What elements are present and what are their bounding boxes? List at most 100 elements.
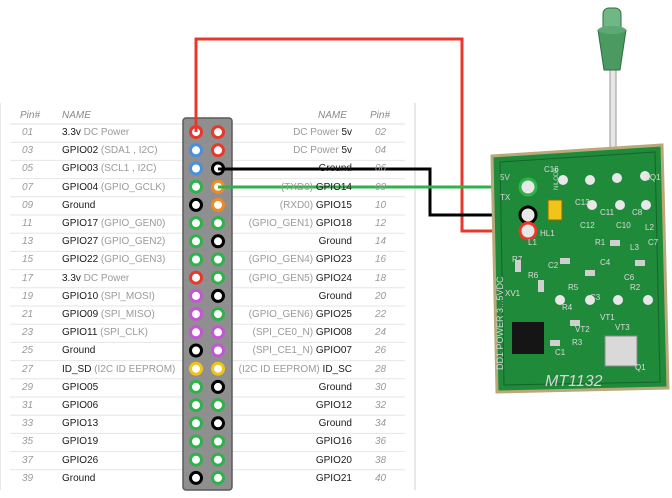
pin-number-32: 32 (375, 400, 387, 411)
module-part-label: ZQ1 (645, 173, 661, 182)
gpio-pin-19 (189, 288, 203, 303)
pin-name-38: GPIO20 (232, 452, 352, 470)
module-part-label: C3 (590, 293, 601, 302)
pin-name-07: GPIO04 (GPIO_GCLK) (62, 179, 165, 197)
pin-name-40: GPIO21 (232, 470, 352, 488)
pin-name-23: GPIO11 (SPI_CLK) (62, 324, 148, 342)
pin-name-note: (GPIO_GEN5) (248, 272, 316, 284)
pin-name-35: GPIO19 (62, 433, 98, 451)
pin-name-main: GPIO21 (315, 472, 352, 484)
pin-name-22: (GPIO_GEN6) GPIO25 (232, 306, 352, 324)
module-part-label: VT2 (575, 325, 590, 334)
pin-number-09: 09 (22, 199, 34, 211)
pin-name-18: (GPIO_GEN5) GPIO24 (232, 270, 352, 288)
module-part-label: C6 (624, 273, 635, 282)
pin-number-38: 38 (375, 454, 387, 466)
pin-name-note: DC Power (80, 272, 130, 284)
pin-number-22: 22 (375, 309, 387, 320)
pin-name-04: DC Power 5v (232, 142, 352, 160)
pin-name-note: DC Power (293, 145, 342, 157)
pin-name-main: GPIO16 (315, 436, 352, 448)
gpio-pin-27 (189, 361, 203, 376)
pin-number-39: 39 (22, 472, 34, 484)
gpio-pin-10 (211, 197, 225, 212)
pin-name-11: GPIO17 (GPIO_GEN0) (62, 215, 165, 233)
pin-number-37: 37 (22, 454, 34, 466)
pin-number-11: 11 (22, 218, 33, 229)
pin-name-05: GPIO03 (SCL1 , I2C) (62, 160, 157, 178)
gpio-pin-34 (211, 416, 225, 431)
pin-name-main: GPIO09 (62, 309, 99, 320)
pin-name-note: (GPIO_GCLK) (98, 181, 166, 193)
pin-number-03: 03 (22, 145, 34, 157)
pin-number-12: 12 (375, 218, 387, 229)
pin-name-main: Ground (318, 236, 352, 248)
pin-name-note: (GPIO_GEN3) (98, 254, 166, 266)
gpio-pin-39 (189, 470, 203, 485)
module-pin-label-tx: TX (500, 193, 511, 202)
gpio-pin-15 (189, 252, 203, 267)
pin-name-08: (TXD0) GPIO14 (232, 179, 352, 197)
pin-name-26: (SPI_CE1_N) GPIO07 (232, 342, 353, 360)
module-part-label: R1 (595, 238, 606, 247)
module-part-label: R7 (512, 255, 523, 264)
pin-name-note: (TXD0) (280, 181, 316, 193)
pin-name-main: GPIO26 (62, 454, 99, 466)
module-label: MT1132 (545, 373, 603, 390)
gpio-pin-23 (189, 325, 203, 340)
pin-number-16: 16 (375, 254, 387, 266)
gpio-pin-16 (211, 252, 225, 267)
pin-name-main: Ground (62, 472, 96, 484)
pin-name-14: Ground (232, 233, 352, 251)
gpio-pin-21 (189, 307, 203, 322)
module-part-labels: C16C13C11C10C8C7C6C4C3C2C1C12R7R6R5R4R3R… (505, 165, 661, 372)
pin-name-main: GPIO10 (62, 290, 99, 302)
gpio-pin-07 (189, 179, 203, 194)
sensor-module: MT1132 DD1 POWER 3...5VDC 5V TX NILODE C… (490, 143, 670, 394)
pin-name-31: GPIO06 (62, 397, 98, 415)
gpio-pin-36 (211, 434, 225, 449)
pin-name-main: GPIO27 (62, 236, 99, 248)
pin-number-28: 28 (375, 363, 387, 375)
pin-number-27: 27 (22, 363, 34, 375)
pin-name-main: GPIO06 (62, 400, 99, 411)
pin-number-17: 17 (22, 272, 34, 284)
pin-name-01: 3.3v DC Power (62, 124, 129, 142)
pin-name-main: GPIO19 (62, 436, 99, 448)
pin-name-12: (GPIO_GEN1) GPIO18 (232, 215, 352, 233)
gpio-pin-14 (211, 234, 225, 249)
pin-name-note: (SPI_MOSI) (98, 290, 155, 302)
pin-name-17: 3.3v DC Power (62, 270, 129, 288)
gpio-pin-26 (211, 343, 225, 358)
module-part-label: C7 (648, 238, 659, 247)
pin-name-39: Ground (62, 470, 95, 488)
pin-name-32: GPIO12 (232, 397, 352, 415)
pin-name-main: GPIO24 (315, 272, 352, 284)
pin-number-35: 35 (22, 436, 34, 448)
pin-name-13: GPIO27 (GPIO_GEN2) (62, 233, 165, 251)
module-part-label: L2 (645, 223, 654, 232)
pin-number-14: 14 (375, 236, 387, 248)
pin-name-note: DC Power (293, 127, 342, 138)
pin-name-24: (SPI_CE0_N) GPIO08 (232, 324, 353, 342)
pin-number-06: 06 (375, 163, 387, 175)
gpio-pin-17 (189, 270, 203, 285)
module-side-text: DD1 POWER 3...5VDC (495, 276, 505, 370)
pin-number-36: 36 (375, 436, 387, 448)
pin-name-main: GPIO15 (315, 199, 352, 211)
gpio-pin-37 (189, 452, 203, 467)
pin-name-main: Ground (318, 418, 352, 430)
pin-number-23: 23 (22, 327, 34, 339)
pin-name-main: GPIO02 (62, 145, 99, 157)
pin-name-note: (I2C ID EEPROM) (91, 363, 176, 375)
pin-name-note: (I2C ID EEPROM) (238, 363, 323, 375)
pin-name-28: (I2C ID EEPROM) ID_SC (232, 361, 352, 379)
pin-name-10: (RXD0) GPIO15 (232, 197, 352, 215)
module-part-label: C16 (544, 165, 559, 174)
pin-name-main: 5v (341, 127, 352, 138)
pin-name-21: GPIO09 (SPI_MISO) (62, 306, 155, 324)
gpio-pin-13 (189, 234, 203, 249)
pin-number-04: 04 (375, 145, 387, 157)
pin-name-note: (SCL1 , I2C) (98, 163, 157, 175)
